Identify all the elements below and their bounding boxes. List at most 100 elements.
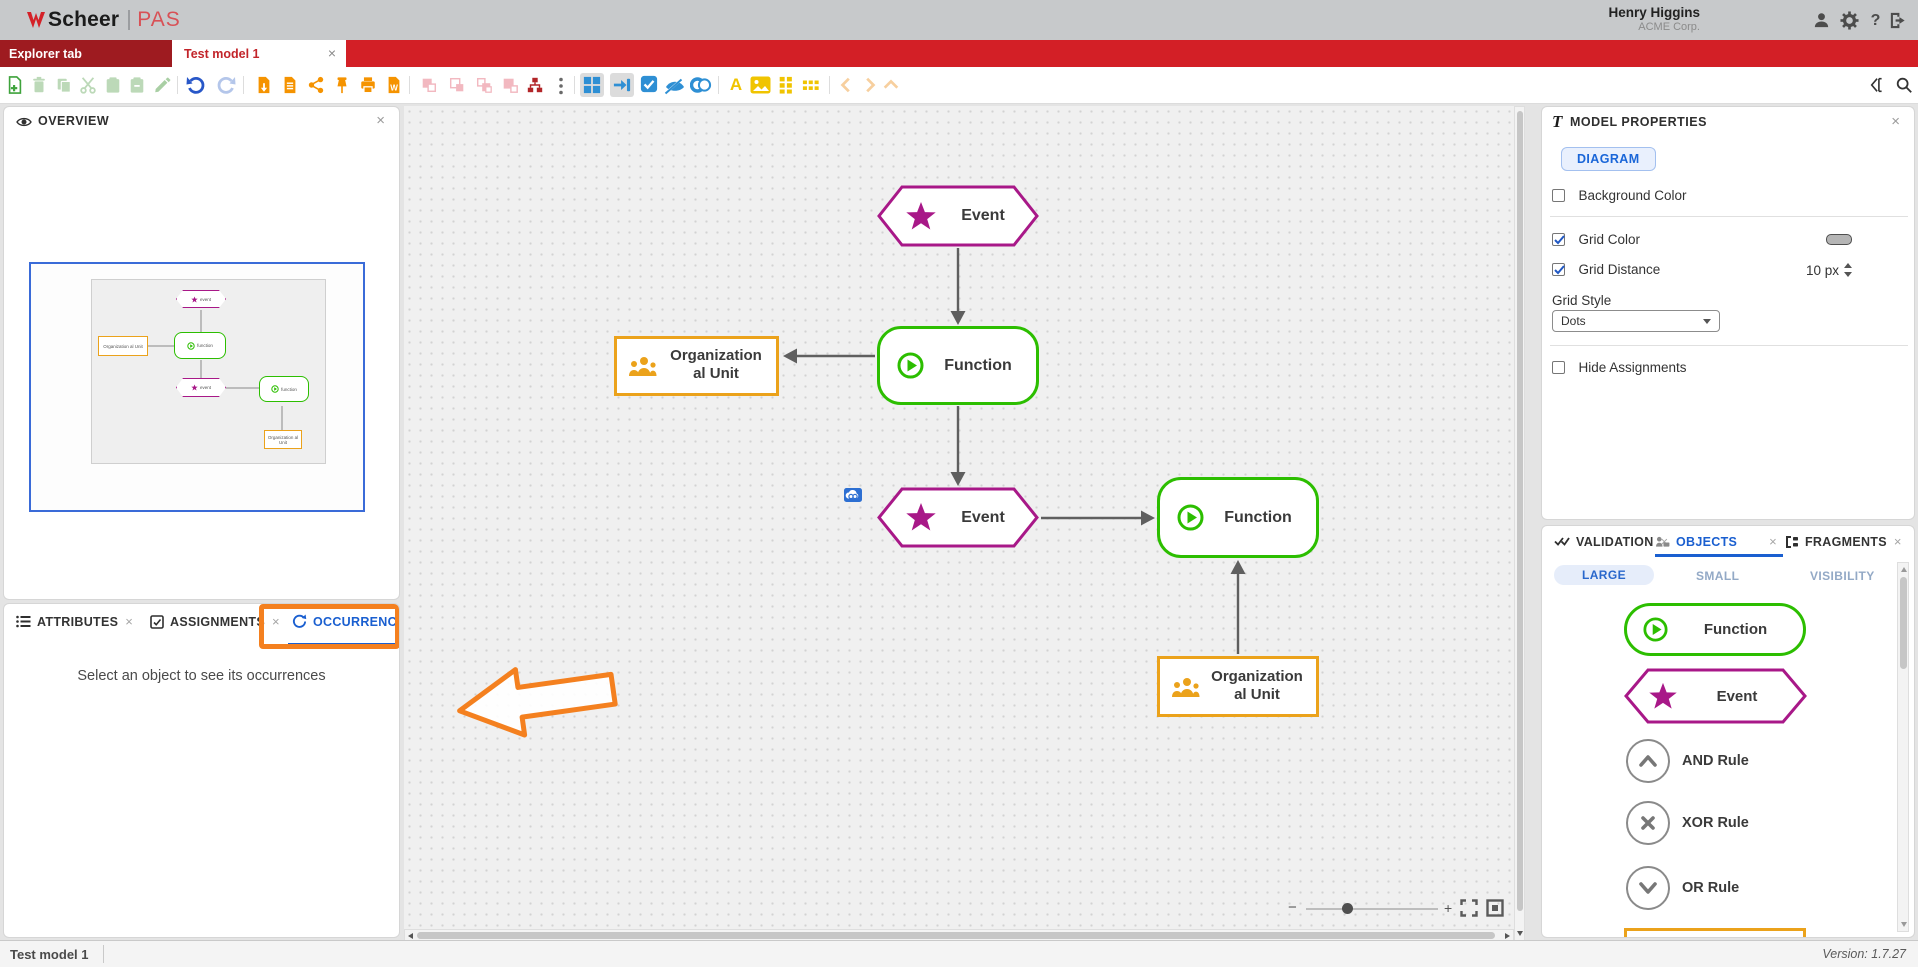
gear-icon[interactable] <box>1840 11 1859 30</box>
small-button[interactable]: SMALL <box>1696 569 1740 583</box>
delete-icon[interactable] <box>30 76 48 94</box>
node-orgunit-1[interactable]: Organization al Unit <box>614 336 779 396</box>
hide-connectors-icon[interactable] <box>664 75 686 95</box>
tab-explorer-label: Explorer tab <box>9 46 82 61</box>
nav-right-icon[interactable] <box>860 76 878 94</box>
export-word-icon[interactable]: W <box>385 76 403 94</box>
scroll-down-icon[interactable] <box>1517 931 1523 936</box>
tab-assignments[interactable]: ASSIGNMENTS × <box>150 614 280 629</box>
bring-forward-icon[interactable] <box>475 76 493 94</box>
help-icon[interactable]: ? <box>1870 12 1881 29</box>
tab-fragments-close-icon[interactable]: × <box>1893 534 1902 549</box>
logout-icon[interactable] <box>1888 11 1907 30</box>
tab-occurrences[interactable]: OCCURRENCES × <box>292 614 399 629</box>
share-icon[interactable] <box>307 76 325 94</box>
grid-color-checkbox[interactable] <box>1552 233 1565 247</box>
more-options-icon[interactable] <box>556 76 566 95</box>
fullscreen-icon[interactable] <box>1460 899 1478 922</box>
paste-icon[interactable] <box>128 76 146 94</box>
collapse-panel-icon[interactable] <box>1869 76 1887 94</box>
user-info[interactable]: Henry Higgins ACME Corp. <box>1608 4 1700 34</box>
model-tab-bar: Explorer tab Test model 1 × <box>0 40 1918 67</box>
redo-icon[interactable] <box>216 75 236 95</box>
zoom-slider-track[interactable] <box>1306 908 1438 910</box>
node-orgunit-2[interactable]: Organization al Unit <box>1157 656 1319 717</box>
hierarchy-icon[interactable] <box>526 76 544 94</box>
minimap-viewport[interactable]: event function Organization al Unit even… <box>29 262 365 512</box>
grid-style-dropdown[interactable]: Dots <box>1552 310 1720 332</box>
node-function-1[interactable]: Function <box>877 326 1039 405</box>
palette-item-and-rule[interactable]: AND Rule <box>1626 739 1749 783</box>
tab-attributes[interactable]: ATTRIBUTES × <box>16 614 133 629</box>
grid-small-icon[interactable] <box>777 76 795 94</box>
grid-distance-value[interactable]: 10 px <box>1806 263 1840 278</box>
palette-item-or-rule[interactable]: OR Rule <box>1626 866 1739 910</box>
export-file-icon[interactable] <box>255 76 273 94</box>
tab-objects-close-icon[interactable]: × <box>1769 534 1777 549</box>
cut-icon[interactable] <box>79 76 97 94</box>
visibility-button[interactable]: VISIBILITY <box>1810 569 1875 583</box>
align-grid-icon[interactable] <box>580 73 604 97</box>
node-event-1[interactable]: Event <box>877 185 1039 247</box>
bring-to-front-icon[interactable] <box>420 76 438 94</box>
tab-fragments[interactable]: FRAGMENTS × <box>1785 534 1901 549</box>
tab-objects[interactable]: OBJECTS × <box>1655 534 1777 549</box>
tab-explorer[interactable]: Explorer tab <box>0 40 172 67</box>
duplicate-icon[interactable] <box>55 76 73 94</box>
copy-icon[interactable] <box>104 76 122 94</box>
zoom-out-button[interactable]: − <box>1288 899 1297 916</box>
send-to-back-icon[interactable] <box>448 76 466 94</box>
fit-view-icon[interactable] <box>1486 899 1504 922</box>
palette-item-xor-rule[interactable]: XOR Rule <box>1626 801 1749 845</box>
large-button[interactable]: LARGE <box>1554 565 1654 585</box>
grid-distance-checkbox[interactable] <box>1552 263 1565 277</box>
font-style-icon[interactable]: A <box>729 75 743 94</box>
scroll-down-icon[interactable] <box>1900 922 1907 927</box>
hide-assignments-checkbox[interactable] <box>1552 361 1565 375</box>
tab-assignments-close-icon[interactable]: × <box>271 614 280 629</box>
diagram-canvas[interactable]: Event Function Organization al Unit Even… <box>404 106 1514 929</box>
node-label: Organization al Unit <box>1211 668 1303 703</box>
zoom-in-button[interactable]: + <box>1444 900 1453 916</box>
tab-validation-close-icon[interactable]: × <box>1660 534 1669 549</box>
palette-item-event[interactable]: Event <box>1624 668 1807 724</box>
edit-icon[interactable] <box>153 76 171 94</box>
assignment-badge-icon[interactable] <box>844 488 862 502</box>
model-properties-close-icon[interactable]: × <box>1891 113 1900 130</box>
new-model-icon[interactable] <box>6 76 24 94</box>
nav-up-icon[interactable] <box>882 76 900 94</box>
print-icon[interactable] <box>359 76 377 94</box>
insert-image-icon[interactable] <box>750 76 771 94</box>
tab-attributes-close-icon[interactable]: × <box>125 614 133 629</box>
overview-close-icon[interactable]: × <box>376 112 385 129</box>
background-color-checkbox[interactable] <box>1552 189 1565 203</box>
connector-mode-icon[interactable] <box>610 73 634 97</box>
user-icon[interactable] <box>1812 11 1831 30</box>
scroll-right-icon[interactable] <box>1505 933 1510 939</box>
tab-close-icon[interactable]: × <box>327 45 336 61</box>
occurrences-active-underline <box>288 643 398 646</box>
pin-icon[interactable] <box>333 76 351 94</box>
canvas-vertical-scrollbar[interactable] <box>1514 106 1525 941</box>
node-function-2[interactable]: Function <box>1157 477 1319 558</box>
palette-item-partial[interactable] <box>1624 928 1806 937</box>
zoom-slider-thumb[interactable] <box>1342 903 1353 914</box>
objects-scrollbar[interactable] <box>1897 562 1909 932</box>
grid-color-swatch[interactable] <box>1826 234 1852 245</box>
node-event-2[interactable]: Event <box>877 487 1039 548</box>
multi-select-icon[interactable] <box>640 75 658 93</box>
grid-large-icon[interactable] <box>802 76 820 94</box>
search-icon[interactable] <box>1895 76 1913 94</box>
tab-validation[interactable]: VALIDATION × <box>1554 534 1668 549</box>
diagram-button[interactable]: DIAGRAM <box>1561 147 1656 171</box>
palette-item-function[interactable]: Function <box>1624 603 1806 656</box>
grid-distance-stepper[interactable] <box>1844 262 1853 277</box>
undo-icon[interactable] <box>186 75 206 95</box>
tab-test-model-1[interactable]: Test model 1 × <box>172 40 346 67</box>
export-report-icon[interactable] <box>281 76 299 94</box>
toggle-mode-icon[interactable] <box>689 75 712 93</box>
nav-left-icon[interactable] <box>838 76 856 94</box>
send-backward-icon[interactable] <box>501 76 519 94</box>
scroll-up-icon[interactable] <box>1900 567 1907 572</box>
scroll-left-icon[interactable] <box>408 933 413 939</box>
